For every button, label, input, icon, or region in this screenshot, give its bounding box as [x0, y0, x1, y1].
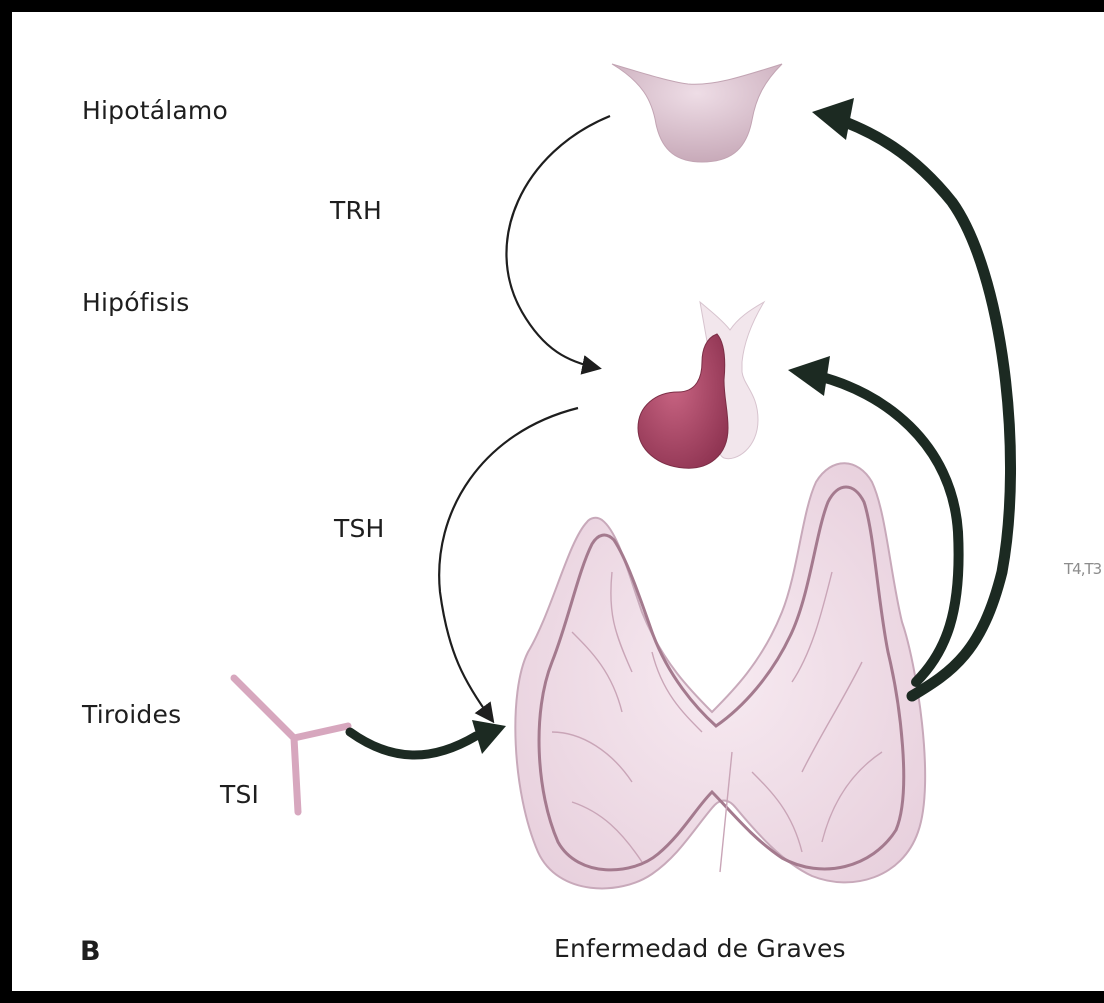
label-hypothalamus: Hipotálamo	[82, 96, 228, 125]
panel-letter: B	[80, 936, 101, 967]
trh-arrow	[506, 116, 610, 368]
label-trh: TRH	[330, 196, 382, 225]
label-pituitary: Hipófisis	[82, 288, 189, 317]
caption: Enfermedad de Graves	[554, 934, 846, 963]
tsi-arrow	[350, 720, 506, 755]
diagram-panel: Hipotálamo TRH Hipófisis TSH T4,T3 Tiroi…	[12, 12, 1104, 991]
label-thyroid: Tiroides	[82, 700, 181, 729]
hypothalamus-shape	[612, 64, 782, 162]
label-hormones: T4,T3	[1064, 560, 1101, 578]
label-tsi: TSI	[220, 780, 259, 809]
label-tsh: TSH	[334, 514, 385, 543]
pituitary-gland-shape	[638, 302, 764, 468]
thyroid-gland-shape	[515, 463, 925, 888]
diagram-canvas	[12, 12, 1104, 991]
